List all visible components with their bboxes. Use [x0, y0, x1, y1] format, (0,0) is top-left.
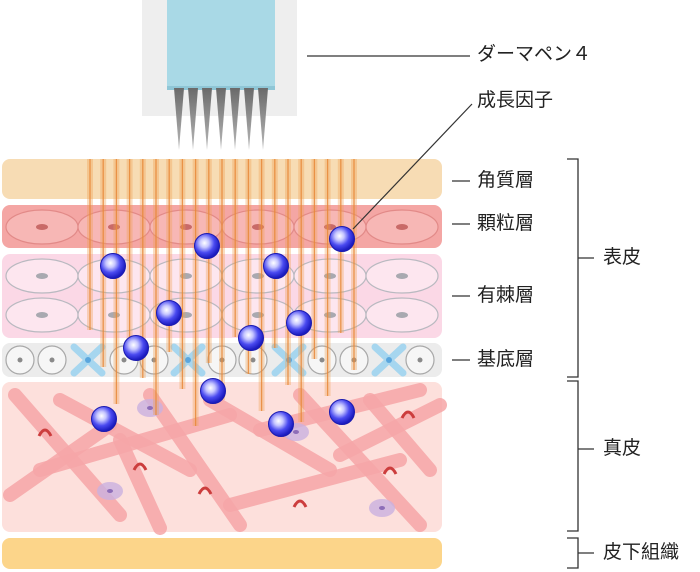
- needle: [202, 88, 212, 150]
- collagen-fiber: [113, 433, 167, 535]
- label-subcutaneous: 皮下組織: [603, 541, 680, 563]
- label-stratum-basale: 基底層: [477, 348, 535, 370]
- label-epidermis: 表皮: [603, 246, 642, 268]
- basal-nucleus: [17, 357, 23, 363]
- spinosum-nucleus: [396, 312, 408, 318]
- growth-factor-dot: [268, 411, 294, 437]
- growth-factor-dot: [329, 226, 355, 252]
- basal-nucleus: [121, 357, 127, 363]
- elastic-fiber: [382, 466, 398, 475]
- basal-nucleus: [250, 357, 256, 363]
- melanocyte-core: [85, 357, 91, 363]
- leader-growth-factor: [352, 103, 473, 230]
- label-stratum-spinosum: 有棘層: [477, 284, 535, 306]
- spinosum-nucleus: [396, 273, 408, 279]
- collagen-fiber: [203, 393, 337, 477]
- layer-subcutaneous: [2, 538, 442, 569]
- basal-nucleus: [49, 357, 55, 363]
- spinosum-nucleus: [36, 273, 48, 279]
- granulosum-nucleus: [396, 224, 408, 230]
- collagen-fiber: [363, 393, 437, 477]
- fibroblast-nucleus: [379, 506, 385, 510]
- needle: [244, 88, 254, 150]
- spinosum-nucleus: [36, 312, 48, 318]
- growth-factor-dot: [329, 399, 355, 425]
- needle: [216, 88, 226, 150]
- melanocyte-core: [185, 357, 191, 363]
- elastic-fiber: [37, 428, 53, 437]
- elastic-fiber: [132, 462, 148, 471]
- label-device: ダーマペン４: [477, 43, 592, 65]
- collagen-fiber: [33, 408, 237, 477]
- label-dermis: 真皮: [603, 437, 642, 459]
- growth-factor-dot: [91, 406, 117, 432]
- growth-factor-dot: [263, 253, 289, 279]
- basal-nucleus: [151, 357, 157, 363]
- basal-nucleus: [319, 357, 325, 363]
- growth-factor-dot: [238, 325, 264, 351]
- label-stratum-granulosum: 顆粒層: [477, 212, 535, 234]
- collagen-fiber: [293, 388, 427, 532]
- fibroblast-nucleus: [147, 406, 153, 410]
- basal-nucleus: [417, 357, 423, 363]
- needle: [174, 88, 184, 150]
- fibroblast-nucleus: [107, 489, 113, 493]
- melanocyte-core: [386, 357, 392, 363]
- growth-factor-dot: [156, 300, 182, 326]
- collagen-fiber: [53, 393, 197, 477]
- growth-factor-dot: [286, 310, 312, 336]
- leader-lines: [307, 55, 473, 361]
- device-inner-body: [167, 0, 275, 88]
- needle: [188, 88, 198, 150]
- growth-factor-dot: [100, 253, 126, 279]
- elastic-fiber: [197, 486, 213, 495]
- label-growth-factor: 成長因子: [477, 89, 554, 111]
- spinosum-cells: [5, 258, 439, 333]
- granulosum-nucleus: [36, 224, 48, 230]
- brackets: [567, 158, 594, 569]
- growth-factor-dot: [194, 233, 220, 259]
- device-needles: [174, 88, 268, 150]
- needle-penetration-lines: [87, 159, 357, 426]
- bracket-dermis: [567, 380, 594, 532]
- needle: [258, 88, 268, 150]
- label-stratum-corneum: 角質層: [477, 169, 535, 191]
- collagen-fiber: [3, 418, 117, 502]
- elastic-fiber: [292, 499, 308, 508]
- growth-factor-dots: [91, 226, 355, 437]
- fibroblast-nucleus: [293, 430, 299, 434]
- growth-factor-dot: [200, 378, 226, 404]
- dermapen-device: [142, 0, 297, 150]
- growth-factor-dot: [123, 335, 149, 361]
- bracket-epidermis: [567, 158, 594, 378]
- bracket-subcutaneous: [567, 537, 594, 569]
- elastic-fiber: [400, 410, 416, 419]
- needle: [230, 88, 240, 150]
- collagen-fiber: [223, 453, 407, 512]
